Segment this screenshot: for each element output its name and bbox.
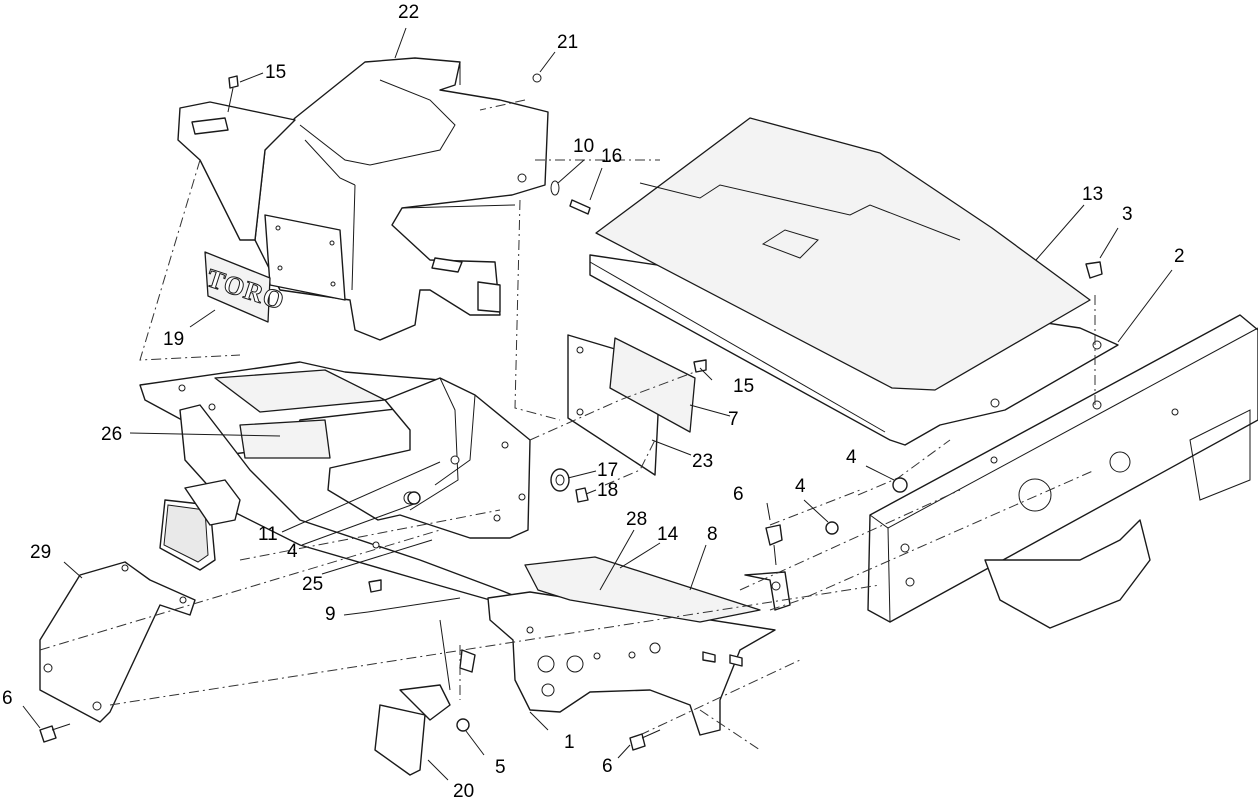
callout-26: 26: [101, 424, 122, 445]
callout-17: 17: [597, 460, 618, 481]
bracket-29: [39, 561, 196, 723]
callout-4a: 4: [287, 541, 298, 562]
hood-left-bracket: [177, 101, 296, 241]
callout-16: 16: [601, 146, 622, 167]
callout-6a: 6: [733, 484, 744, 505]
callout-18: 18: [597, 480, 618, 501]
callout-3: 3: [1122, 204, 1133, 225]
callout-7: 7: [728, 409, 739, 430]
callout-2: 2: [1174, 246, 1185, 267]
callout-23: 23: [692, 451, 713, 472]
callout-6c: 6: [602, 756, 613, 777]
callout-20: 20: [453, 781, 474, 802]
steering-mount-1: [179, 377, 531, 601]
callout-14: 14: [657, 524, 679, 545]
sensor-20-upper: [159, 479, 241, 571]
logo-decal-19: TORO: [203, 251, 289, 323]
frame-rail: [867, 314, 1258, 629]
callout-21: 21: [557, 32, 578, 53]
callout-25: 25: [302, 574, 323, 595]
callout-28: 28: [626, 509, 647, 530]
callout-10: 10: [573, 136, 594, 157]
callout-13: 13: [1082, 184, 1103, 205]
callout-9: 9: [325, 604, 336, 625]
callout-8: 8: [707, 524, 718, 545]
plate-7: [609, 337, 696, 433]
floor-mat-13: [595, 117, 1091, 391]
hood-shroud-22: [254, 57, 549, 341]
callout-6b: 6: [2, 688, 13, 709]
hardware: [39, 73, 1103, 751]
callout-1: 1: [564, 732, 575, 753]
callout-22: 22: [398, 2, 419, 23]
callout-4b: 4: [795, 476, 806, 497]
callouts: 1 2 3 4 4 4 5 6 6 6 7 8 9 10 11 13 14 15…: [2, 2, 1185, 802]
callout-29: 29: [30, 542, 51, 563]
callout-11: 11: [258, 524, 278, 545]
callout-19: 19: [163, 329, 184, 350]
sensor-20-lower: [374, 619, 476, 776]
callout-5: 5: [495, 757, 506, 778]
callout-15a: 15: [265, 62, 286, 83]
leader-lines: [22, 27, 1173, 781]
callout-15b: 15: [733, 376, 754, 397]
callout-4c: 4: [846, 447, 857, 468]
lower-mount-1: [487, 591, 776, 736]
